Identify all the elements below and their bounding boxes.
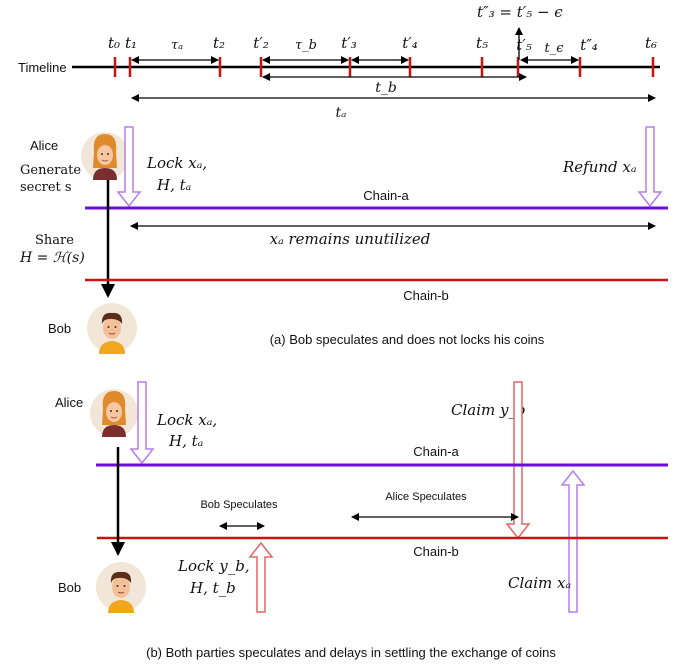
span-t-eps-label: t_ϵ: [544, 41, 564, 56]
label-t4p: t′₄: [402, 34, 417, 52]
panel-a-caption: (a) Bob speculates and does not locks hi…: [270, 332, 545, 347]
panel-b-claim-yb: Claim y_b: [451, 401, 526, 419]
claim-yb-arrow-red: [505, 381, 531, 540]
panel-a-chain-b-label: Chain-b: [403, 288, 449, 303]
panel-b-lock-line1: Lock xₐ,: [156, 411, 217, 429]
label-t5p: t′₅: [516, 36, 531, 54]
man-avatar-icon: [87, 303, 137, 354]
panel-b-claim-xa: Claim xₐ: [508, 574, 571, 592]
label-t5: t₅: [476, 34, 488, 52]
panel-b-chain-a-label: Chain-a: [413, 444, 459, 459]
refund-arrow-purple: [637, 126, 663, 208]
panel-a-lock-line1: Lock xₐ,: [146, 154, 207, 172]
panel-b-alice-speculates: Alice Speculates: [385, 491, 467, 503]
label-t1: t₁: [125, 34, 137, 52]
panel-a-chain-a-label: Chain-a: [363, 188, 409, 203]
panel-b-caption: (b) Both parties speculates and delays i…: [146, 645, 556, 660]
panel-a-bob-label: Bob: [48, 321, 71, 336]
label-t2: t₂: [213, 34, 225, 52]
label-t3p: t′₃: [341, 34, 356, 52]
annotation-t3pp: t″₃ = t′₅ − ϵ: [477, 3, 563, 21]
claim-xa-arrow-purple: [560, 469, 586, 613]
timeline-ticks: [113, 57, 655, 77]
timeline-spans: τₐ τ_b t_ϵ t_b tₐ: [131, 38, 656, 121]
span-tau-a-label: τₐ: [171, 38, 183, 53]
label-t2p: t′₂: [253, 34, 268, 52]
panel-b-bob-speculates: Bob Speculates: [200, 499, 278, 511]
panel-a-alice-label: Alice: [30, 138, 58, 153]
panel-b-bob-lock-line2: H, t_b: [189, 579, 236, 597]
lock-arrow-purple: [116, 126, 142, 208]
woman-avatar-icon: [90, 389, 138, 437]
timeline-tick-labels: t₀ t₁ t₂ t′₂ t′₃ t′₄ t₅ t′₅ t″₄ t₆: [108, 34, 657, 54]
panel-b-lock-line2: H, tₐ: [168, 432, 203, 450]
timeline-label: Timeline: [18, 60, 67, 75]
panel-b-bob-label: Bob: [58, 580, 81, 595]
label-t6: t₆: [645, 34, 657, 52]
panel-b-lock-arrow-purple: [129, 381, 155, 465]
panel-a-refund: Refund xₐ: [562, 158, 637, 176]
span-t-a-label: tₐ: [336, 105, 347, 121]
label-t0: t₀: [108, 34, 120, 52]
panel-b-alice-label: Alice: [55, 395, 83, 410]
label-t4pp: t″₄: [580, 36, 598, 54]
bob-lock-arrow-red: [248, 541, 274, 613]
panel-a-lock-line2: H, tₐ: [156, 176, 191, 194]
panel-a-unutilized: xₐ remains unutilized: [270, 230, 431, 248]
man-avatar-icon: [96, 562, 146, 613]
span-tau-b-label: τ_b: [295, 38, 317, 53]
panel-a-share-line2: H = ℋ(s): [19, 250, 85, 266]
panel-a-share-line1: Share: [35, 233, 74, 248]
panel-b-chain-b-label: Chain-b: [413, 544, 459, 559]
woman-avatar-icon: [81, 132, 129, 180]
panel-a-generate-line2: secret s: [20, 180, 72, 195]
panel-b-bob-lock-line1: Lock y_b,: [177, 557, 250, 575]
panel-a-generate-line1: Generate: [20, 163, 81, 178]
span-t-b-label: t_b: [375, 80, 397, 96]
